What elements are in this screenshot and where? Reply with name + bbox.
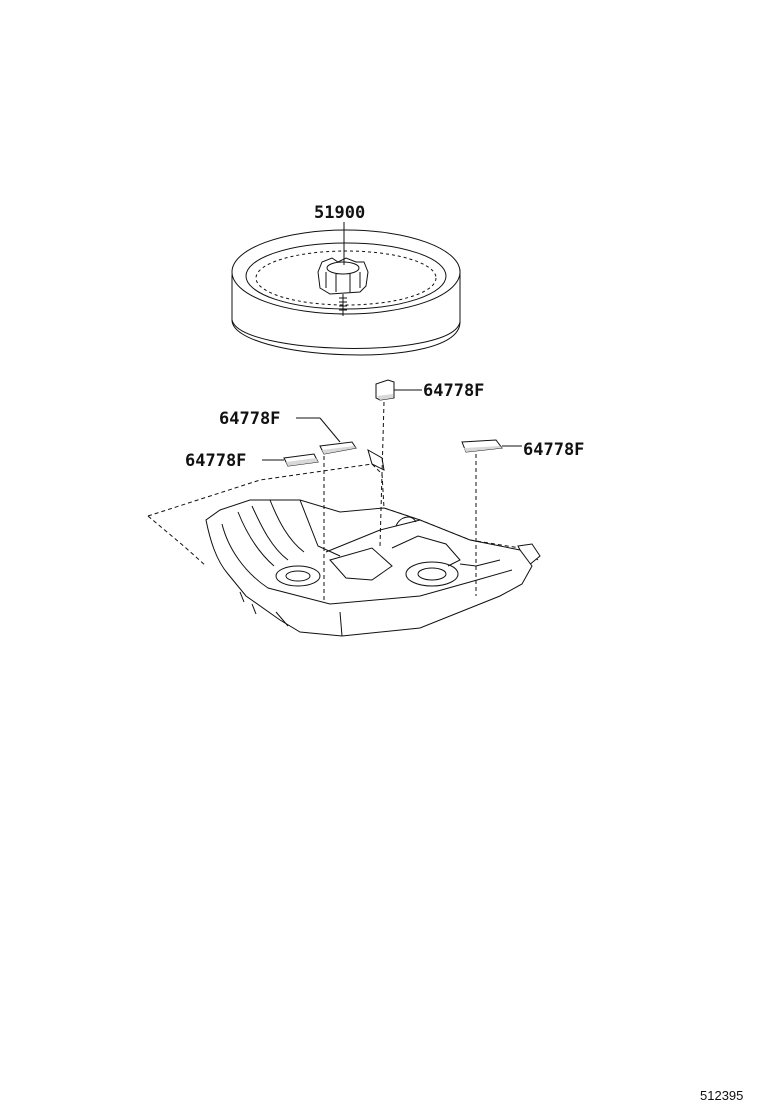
pad-top-right: [375, 379, 422, 547]
hub-knob: [317, 257, 369, 316]
part-label-spare-wheel: 51900: [314, 203, 365, 223]
spare-wheel: [231, 222, 461, 356]
pad-left-lower: [262, 453, 319, 467]
figure-number: 512395: [700, 1088, 743, 1103]
part-label-pad-right: 64778F: [523, 440, 584, 460]
part-label-pad-top-right: 64778F: [423, 381, 484, 401]
part-label-pad-left-upper: 64778F: [219, 409, 280, 429]
part-label-pad-left-lower: 64778F: [185, 451, 246, 471]
rear-floor-pan: [147, 448, 541, 637]
pad-left-upper: [296, 417, 357, 600]
pad-right: [461, 439, 522, 596]
